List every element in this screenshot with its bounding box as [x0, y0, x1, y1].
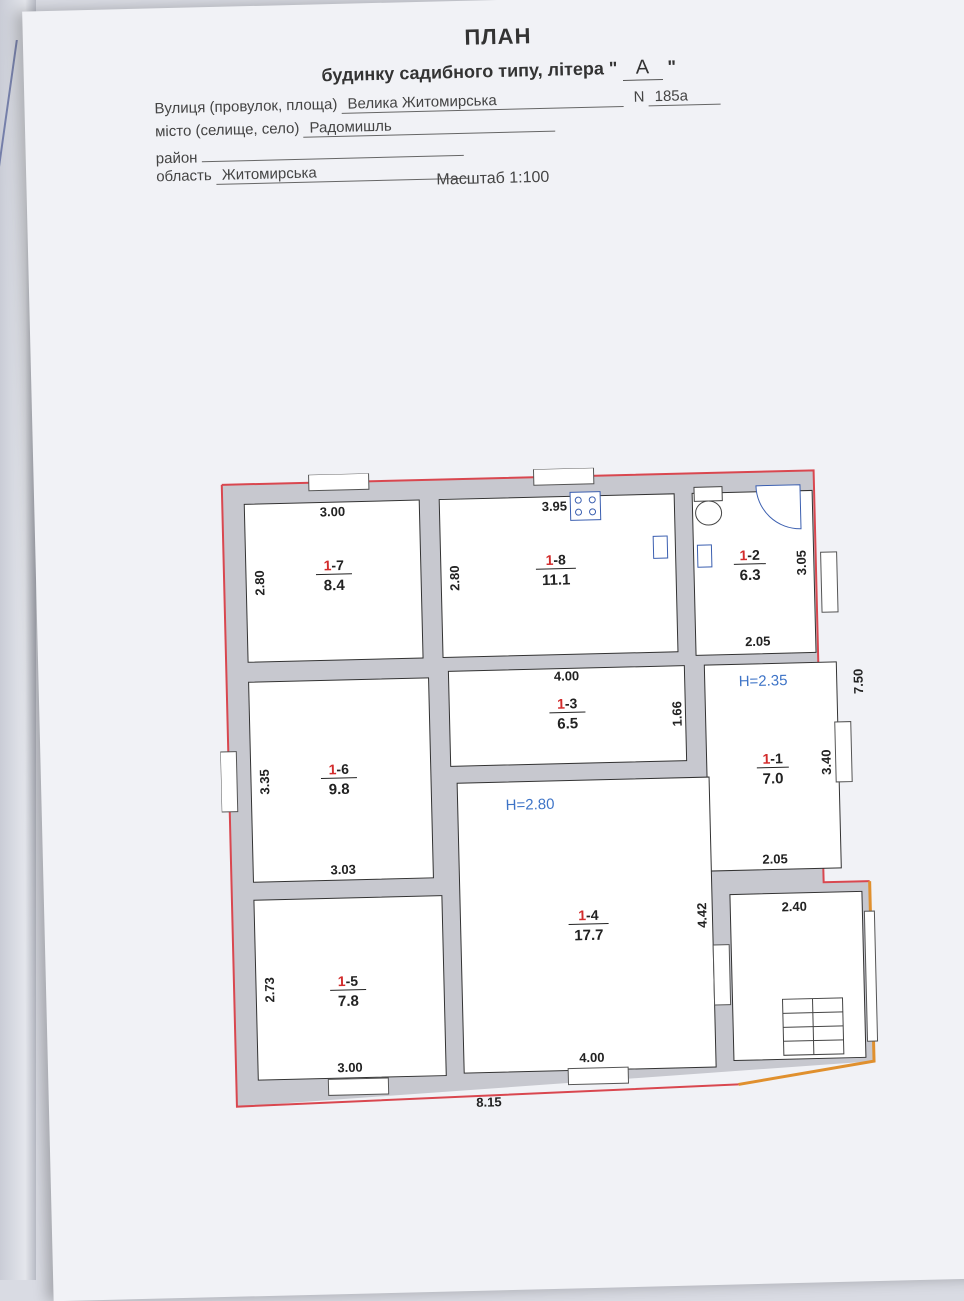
toilet-icon: [693, 486, 723, 526]
city-field: місто (селище, село) Радомишль: [154, 113, 556, 142]
subtitle-suffix: ": [667, 56, 677, 77]
dim-room-1-8-height: 2.80: [447, 565, 463, 591]
window: [327, 1077, 390, 1096]
document-page: ПЛАН будинку садибного типу, літера " А …: [22, 0, 964, 1301]
dim-room-1-7-height: 2.80: [252, 570, 268, 596]
stove-icon: [569, 491, 602, 521]
svg-text:1-5: 1-5: [338, 973, 359, 989]
region-label: область: [156, 167, 212, 186]
svg-text:1-7: 1-7: [323, 557, 344, 573]
svg-text:6.3: 6.3: [740, 567, 761, 585]
dim-room-1-3-width: 4.00: [554, 668, 580, 684]
label-room-1-4: 1-4 17.7: [568, 907, 609, 945]
label-room-1-1: 1-1 7.0: [756, 750, 789, 788]
label-room-1-2: 1-2 6.3: [733, 547, 766, 585]
room-1-3: [447, 665, 688, 767]
room-1-4: [456, 776, 717, 1074]
label-room-1-5: 1-5 7.8: [330, 973, 367, 1011]
svg-text:8.4: 8.4: [324, 577, 346, 595]
room-1-7: [243, 499, 424, 663]
number-label: N: [633, 88, 645, 106]
dim-right-wing-height: 7.50: [850, 669, 866, 695]
room-1-6: [248, 677, 434, 883]
city-value: Радомишль: [303, 113, 556, 138]
room-1-5: [253, 895, 447, 1081]
dim-room-1-4-height: 4.42: [694, 902, 710, 928]
window: [834, 721, 853, 783]
svg-text:1-8: 1-8: [545, 551, 566, 567]
subtitle-prefix: будинку садибного типу, літера ": [321, 58, 618, 86]
svg-text:1-4: 1-4: [578, 907, 599, 923]
street-label: Вулиця (провулок, площа): [154, 95, 338, 118]
label-room-1-8: 1-8 11.1: [535, 551, 576, 589]
district-label: район: [155, 149, 198, 168]
dim-porch-width: 2.40: [781, 899, 807, 915]
dim-room-1-6-height: 3.35: [257, 769, 273, 795]
svg-text:17.7: 17.7: [574, 927, 604, 945]
label-room-1-7: 1-7 8.4: [315, 557, 352, 595]
city-label: місто (селище, село): [154, 119, 300, 141]
number-value: 185а: [648, 86, 721, 107]
label-room-1-3: 1-3 6.5: [549, 695, 586, 733]
window: [219, 751, 239, 813]
floor-plan: 1-7 8.4 1-8 11.1 1-2 6.3 1-6 9.8 1-3: [206, 461, 900, 1122]
dim-room-1-5-width: 3.00: [337, 1060, 363, 1076]
dim-room-1-3-height: 1.66: [669, 701, 685, 727]
room-1-8: [438, 493, 679, 659]
svg-text:9.8: 9.8: [329, 781, 350, 799]
window: [820, 551, 839, 613]
svg-text:1-1: 1-1: [762, 750, 783, 766]
dim-room-1-8-width: 3.95: [542, 498, 568, 514]
dim-room-1-2-width: 2.05: [745, 634, 771, 650]
porch-window: [863, 910, 879, 1042]
dim-overall-width: 8.15: [476, 1094, 502, 1110]
dim-room-1-4-width: 4.00: [579, 1050, 605, 1066]
dim-room-1-6-width: 3.03: [330, 862, 356, 878]
dim-room-1-7-width: 3.00: [320, 504, 346, 520]
window: [567, 1066, 630, 1086]
dim-room-1-1-width: 2.05: [762, 851, 788, 867]
dim-room-1-1-height: 3.40: [818, 749, 834, 775]
ceiling-height-label: H=2.35: [739, 672, 788, 690]
svg-text:11.1: 11.1: [542, 571, 571, 589]
scale-label: Масштаб 1:100: [436, 168, 550, 189]
svg-text:1-2: 1-2: [739, 547, 760, 563]
heater-icon: [652, 535, 669, 559]
district-value: [201, 140, 464, 163]
outline-left-bottom: [220, 484, 739, 1108]
svg-text:7.8: 7.8: [338, 993, 359, 1011]
dim-overall-height: 10.30: [214, 751, 222, 784]
svg-text:1-3: 1-3: [557, 695, 578, 711]
svg-text:1-6: 1-6: [328, 761, 349, 777]
dim-room-1-2-height: 3.05: [794, 550, 810, 576]
window: [308, 472, 370, 492]
street-field: Вулиця (провулок, площа) Велика Житомирс…: [154, 86, 721, 119]
label-room-1-6: 1-6 9.8: [320, 761, 357, 799]
svg-text:6.5: 6.5: [557, 715, 578, 733]
window: [532, 467, 595, 486]
svg-text:7.0: 7.0: [762, 770, 783, 788]
dim-room-1-5-height: 2.73: [262, 977, 278, 1003]
room-1-2: [691, 489, 817, 656]
window: [712, 944, 732, 1006]
heater-icon: [696, 544, 713, 568]
street-value: Велика Житомирська: [341, 88, 624, 114]
floor-plan-drawing: 1-7 8.4 1-8 11.1 1-2 6.3 1-6 9.8 1-3: [206, 467, 879, 1110]
shower-icon: [755, 484, 802, 530]
porch: [729, 890, 867, 1062]
ceiling-height-label: H=2.80: [505, 796, 554, 814]
building-letter: А: [622, 55, 663, 81]
